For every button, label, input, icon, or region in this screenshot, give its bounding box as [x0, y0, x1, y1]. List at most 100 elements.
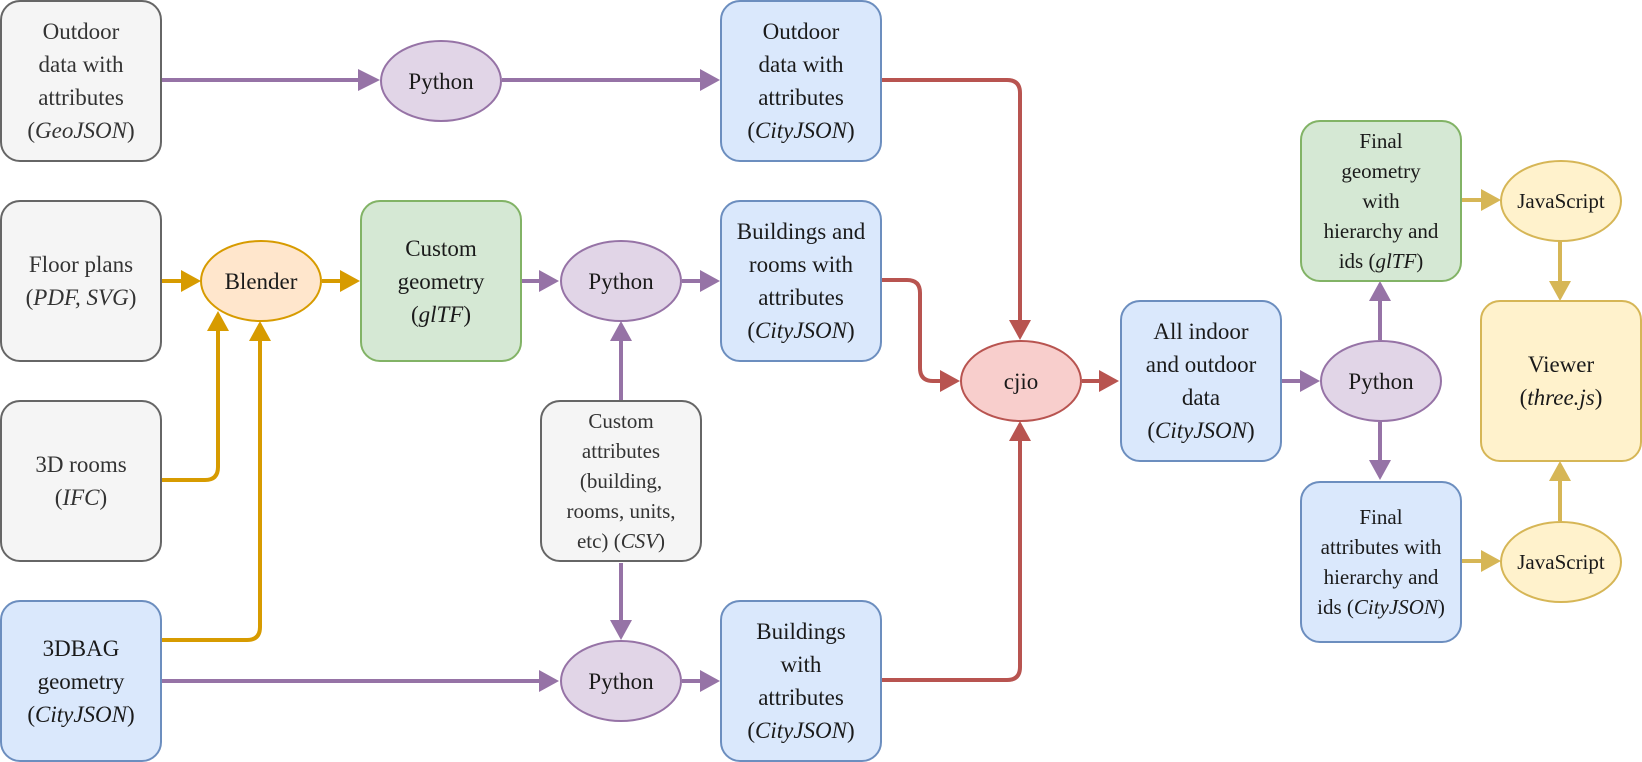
- arrowhead: [700, 69, 720, 91]
- label-line: rooms with: [748, 252, 854, 277]
- format-line: (CityJSON): [747, 118, 855, 143]
- arrowhead: [1549, 281, 1571, 301]
- arrowhead: [1099, 370, 1119, 392]
- format-line: (CityJSON): [1147, 418, 1255, 443]
- label-line: Floor plans: [28, 252, 134, 277]
- buildings-attributes-node[interactable]: Buildings with attributes (CityJSON): [720, 600, 882, 762]
- label-line: hierarchy and: [1323, 219, 1439, 243]
- label-line: hierarchy and: [1323, 565, 1439, 589]
- node-label: 3DBAG geometry (CityJSON): [27, 632, 134, 731]
- label-line: data with: [38, 52, 124, 77]
- node-label: Python: [408, 68, 474, 94]
- node-label: Custom geometry (glTF): [398, 232, 485, 331]
- format-name: three.js: [1527, 385, 1595, 410]
- label-line: geometry: [37, 668, 125, 694]
- label-line: All indoor: [1153, 319, 1249, 344]
- viewer-node[interactable]: Viewer (three.js): [1480, 300, 1642, 462]
- edge-buildings-attrs-to-cjio: [881, 440, 1022, 682]
- label-line: data: [1181, 385, 1221, 410]
- arrowhead: [1481, 189, 1501, 211]
- label-line: attributes: [758, 685, 844, 710]
- format-line: (glTF): [410, 301, 472, 327]
- node-label: Viewer (three.js): [1520, 348, 1603, 414]
- format-name: CityJSON: [1353, 595, 1438, 619]
- arrowhead: [207, 311, 229, 331]
- arrowhead: [1481, 550, 1501, 572]
- cjio-node[interactable]: cjio: [960, 340, 1082, 422]
- blender-node[interactable]: Blender: [200, 240, 322, 322]
- outdoor-geojson-node[interactable]: Outdoor data with attributes (GeoJSON): [0, 0, 162, 162]
- node-label: Floor plans (PDF, SVG): [26, 248, 137, 314]
- format-name: CityJSON: [755, 118, 847, 143]
- edge-3d-rooms-to-blender: [161, 330, 220, 482]
- label-line: Final: [1359, 129, 1403, 153]
- node-label: Custom attributes (building, rooms, unit…: [566, 406, 675, 556]
- node-label: JavaScript: [1517, 550, 1605, 574]
- arrowhead: [1300, 370, 1320, 392]
- format-name: CityJSON: [35, 701, 127, 727]
- node-label: All indoor and outdoor data (CityJSON): [1146, 315, 1257, 447]
- arrowhead: [539, 670, 559, 692]
- label-prefix: ids: [1338, 249, 1369, 273]
- label-line: geometry: [397, 268, 485, 294]
- custom-attributes-node[interactable]: Custom attributes (building, rooms, unit…: [540, 400, 702, 562]
- python-outdoor-node[interactable]: Python: [380, 40, 502, 122]
- final-attributes-node[interactable]: Final attributes with hierarchy and ids …: [1300, 481, 1462, 643]
- final-geometry-node[interactable]: Final geometry with hierarchy and ids (g…: [1300, 120, 1462, 282]
- node-label: Python: [588, 268, 654, 294]
- node-label: Outdoor data with attributes (GeoJSON): [27, 15, 134, 147]
- node-label: cjio: [1003, 368, 1039, 394]
- arrowhead: [181, 270, 201, 292]
- node-label: Final geometry with hierarchy and ids (g…: [1324, 126, 1439, 276]
- all-data-node[interactable]: All indoor and outdoor data (CityJSON): [1120, 300, 1282, 462]
- node-label: 3D rooms (IFC): [35, 448, 126, 514]
- arrowhead: [249, 321, 271, 341]
- buildings-rooms-node[interactable]: Buildings and rooms with attributes (Cit…: [720, 200, 882, 362]
- label-line: with: [780, 652, 822, 677]
- label-prefix: etc): [576, 529, 614, 553]
- format-name: CityJSON: [1154, 418, 1247, 443]
- node-label: Python: [588, 668, 654, 694]
- arrowhead: [610, 620, 632, 640]
- javascript-attributes-node[interactable]: JavaScript: [1500, 521, 1622, 603]
- node-label: Final attributes with hierarchy and ids …: [1317, 502, 1445, 622]
- node-label: JavaScript: [1517, 189, 1605, 213]
- label-line: Buildings: [756, 619, 846, 644]
- arrowhead: [1369, 460, 1391, 480]
- arrowhead: [340, 270, 360, 292]
- label-line: attributes: [758, 285, 844, 310]
- format-line: (IFC): [54, 485, 108, 510]
- 3dbag-geometry-node[interactable]: 3DBAG geometry (CityJSON): [0, 600, 162, 762]
- format-name: glTF: [1375, 249, 1417, 273]
- format-name: GeoJSON: [35, 118, 127, 143]
- 3d-rooms-node[interactable]: 3D rooms (IFC): [0, 400, 162, 562]
- arrowhead: [700, 270, 720, 292]
- label-line: Viewer: [1527, 352, 1595, 377]
- format-line: etc) (CSV): [576, 529, 666, 553]
- label-line: Outdoor: [762, 19, 840, 44]
- python-final-node[interactable]: Python: [1320, 340, 1442, 422]
- label-line: attributes: [581, 439, 661, 463]
- label-line: data with: [758, 52, 844, 77]
- label-line: with: [1362, 189, 1400, 213]
- node-label: Python: [1348, 368, 1414, 394]
- label-line: attributes with: [1320, 535, 1442, 559]
- node-label: Buildings with attributes (CityJSON): [747, 615, 854, 747]
- arrowhead: [1369, 281, 1391, 301]
- javascript-geometry-node[interactable]: JavaScript: [1500, 160, 1622, 242]
- format-line: (PDF, SVG): [25, 285, 137, 310]
- floor-plans-node[interactable]: Floor plans (PDF, SVG): [0, 200, 162, 362]
- label-line: geometry: [1341, 159, 1421, 183]
- python-buildings-node[interactable]: Python: [560, 640, 682, 722]
- edge-buildings-rooms-to-cjio: [881, 278, 940, 383]
- format-line: (GeoJSON): [27, 118, 135, 143]
- arrowhead: [358, 69, 380, 91]
- custom-geometry-node[interactable]: Custom geometry (glTF): [360, 200, 522, 362]
- format-line: ids (CityJSON): [1317, 595, 1445, 619]
- format-name: CityJSON: [754, 318, 847, 343]
- arrowhead: [1009, 320, 1031, 340]
- outdoor-cityjson-node[interactable]: Outdoor data with attributes (CityJSON): [720, 0, 882, 162]
- label-line: Outdoor: [42, 19, 120, 44]
- python-rooms-node[interactable]: Python: [560, 240, 682, 322]
